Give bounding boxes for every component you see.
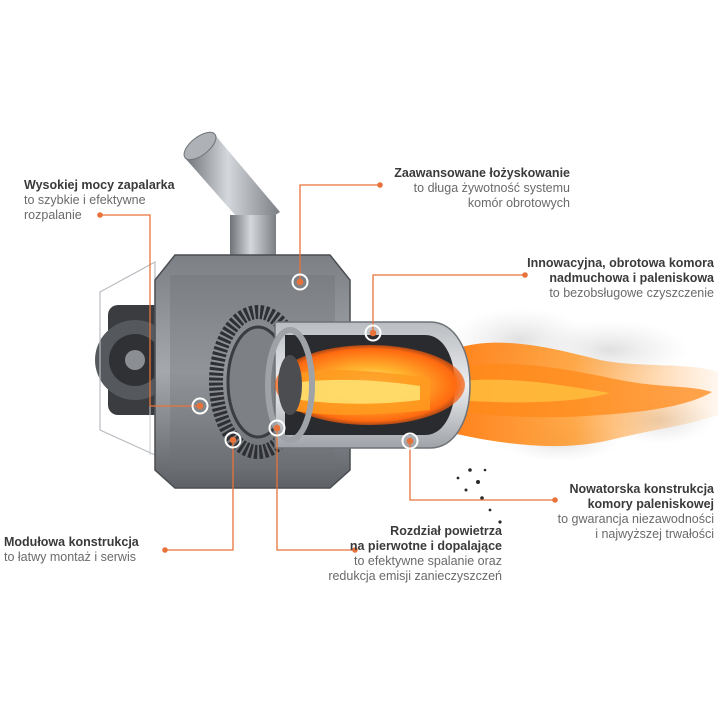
callout-desc: rozpalanie [24, 208, 82, 222]
rotating-chamber-tube [265, 321, 471, 449]
callout-title: Nowatorska konstrukcja [569, 482, 715, 496]
callout-desc: to szybkie i efektywne [24, 193, 146, 207]
marker-combustion-chamber [401, 432, 419, 450]
callout-desc: to długa żywotność systemu [413, 181, 570, 195]
end-dot-modular [162, 547, 168, 553]
callout-air-distribution: Rozdział powietrza na pierwotne i dopala… [328, 524, 502, 584]
marker-bearings [291, 273, 309, 291]
markers [97, 182, 558, 553]
callout-desc: redukcja emisji zanieczyszczeń [328, 569, 502, 583]
callout-rotating-chamber: Innowacyjna, obrotowa komora nadmuchowa … [527, 256, 714, 301]
callout-desc: i najwyższej trwałości [595, 527, 714, 541]
callout-combustion-chamber: Nowatorska konstrukcja komory paleniskow… [558, 482, 714, 542]
callout-modular: Modułowa konstrukcja to łatwy montaż i s… [4, 535, 139, 565]
callout-title: Rozdział powietrza [390, 524, 502, 538]
callout-title: Zaawansowane łożyskowanie [394, 166, 570, 180]
callout-title: Wysokiej mocy zapalarka [24, 178, 175, 192]
leader-bearings [299, 184, 380, 282]
callout-desc: to łatwy montaż i serwis [4, 550, 136, 564]
end-dot-ignition [97, 212, 103, 218]
callout-title: komory paleniskowej [587, 497, 714, 511]
callout-desc: to bezobsługowe czyszczenie [549, 286, 714, 300]
callout-ignition: Wysokiej mocy zapalarka to szybkie i efe… [24, 178, 175, 223]
end-dot-air-distribution [352, 547, 358, 553]
marker-air-distribution [268, 419, 286, 437]
callout-bearings: Zaawansowane łożyskowanie to długa żywot… [394, 166, 570, 211]
callout-desc: komór obrotowych [467, 196, 570, 210]
embers [456, 468, 502, 524]
leader-ignition [100, 214, 200, 407]
marker-modular [224, 431, 242, 449]
leader-lines [100, 184, 555, 551]
callout-desc: to efektywne spalanie oraz [353, 554, 502, 568]
leader-modular [165, 440, 234, 551]
end-dot-combustion-chamber [552, 497, 558, 503]
flame [430, 342, 718, 447]
marker-ignition [191, 397, 209, 415]
marker-rotating-chamber [364, 324, 382, 342]
end-dot-bearings [377, 182, 383, 188]
callout-title: na pierwotne i dopalające [349, 539, 502, 553]
callout-desc: to gwarancja niezawodności [557, 512, 714, 526]
end-dot-rotating-chamber [522, 272, 528, 278]
callout-title: Modułowa konstrukcja [4, 535, 139, 549]
leader-air-distribution [276, 428, 355, 551]
callout-title: Innowacyjna, obrotowa komora [527, 256, 714, 270]
callout-title: nadmuchowa i paleniskowa [549, 271, 714, 285]
leader-rotating-chamber [372, 274, 525, 333]
leader-combustion-chamber [409, 441, 555, 501]
